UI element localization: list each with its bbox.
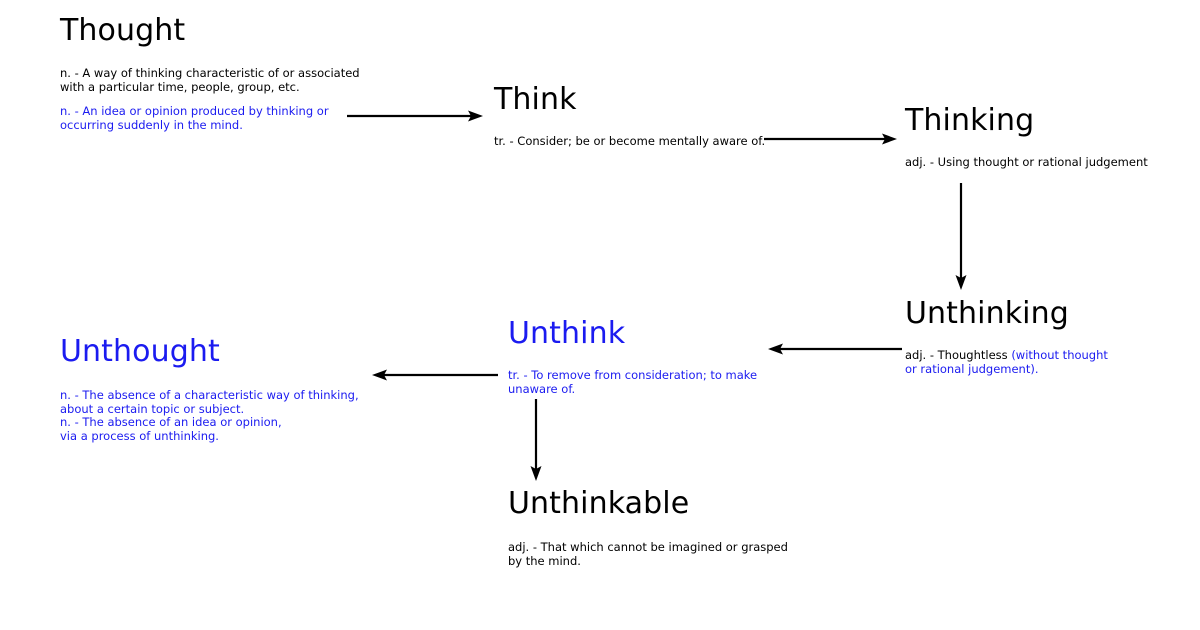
node-thought-definitions: n. - A way of thinking characteristic of… — [60, 66, 360, 132]
definition-line: tr. - Consider; be or become mentally aw… — [494, 134, 766, 148]
node-unthinking: Unthinking adj. - Thoughtless (without t… — [905, 297, 1108, 376]
arrow-unthink-to-unthinkable-icon — [526, 399, 546, 485]
node-thought: Thought n. - A way of thinking character… — [60, 14, 360, 132]
node-unthought: Unthought n. - The absence of a characte… — [60, 335, 359, 443]
node-thinking: Thinking adj. - Using thought or rationa… — [905, 104, 1148, 170]
node-think-title: Think — [494, 82, 577, 117]
node-think-definitions: tr. - Consider; be or become mentally aw… — [494, 134, 766, 149]
node-unthought-title: Unthought — [60, 334, 220, 369]
node-unthink-definitions: tr. - To remove from consideration; to m… — [508, 368, 758, 396]
definition-line: n. - The absence of a characteristic way… — [60, 388, 359, 402]
definition-text-blue: (without thought — [1011, 348, 1108, 362]
node-unthinking-definitions: adj. - Thoughtless (without thought or r… — [905, 348, 1108, 376]
node-unthinkable: Unthinkable adj. - That which cannot be … — [508, 487, 788, 568]
definition-line: via a process of unthinking. — [60, 428, 219, 443]
definition-line: or rational judgement). — [905, 361, 1039, 376]
arrow-thinking-to-unthinking-icon — [951, 183, 971, 295]
definition-line: by the mind. — [508, 553, 581, 568]
arrow-unthinking-to-unthink-icon — [766, 339, 906, 359]
node-unthinkable-title: Unthinkable — [508, 486, 690, 521]
node-unthinkable-definitions: adj. - That which cannot be imagined or … — [508, 540, 788, 568]
definition-line: about a certain topic or subject. — [60, 401, 245, 416]
definition-line: n. - The absence of an idea or opinion, — [60, 415, 282, 430]
definition-line: with a particular time, people, group, e… — [60, 79, 300, 94]
definition-line: adj. - Thoughtless (without thought — [905, 348, 1108, 363]
arrow-think-to-thinking-icon — [764, 129, 904, 149]
definition-text-black: adj. - Thoughtless — [905, 348, 1012, 362]
definition-line: n. - A way of thinking characteristic of… — [60, 66, 360, 80]
node-think: Think tr. - Consider; be or become menta… — [494, 83, 765, 149]
definition-line: adj. - That which cannot be imagined or … — [508, 540, 788, 554]
node-thinking-title: Thinking — [905, 103, 1035, 138]
node-unthought-definitions: n. - The absence of a characteristic way… — [60, 388, 359, 443]
node-unthink-title: Unthink — [508, 316, 626, 351]
definition-line: unaware of. — [508, 381, 576, 396]
definition-line: tr. - To remove from consideration; to m… — [508, 368, 758, 382]
node-unthinking-title: Unthinking — [905, 296, 1069, 331]
node-thought-title: Thought — [60, 13, 186, 48]
node-unthink: Unthink tr. - To remove from considerati… — [508, 317, 757, 396]
definition-line: occurring suddenly in the mind. — [60, 117, 243, 132]
definition-line: n. - An idea or opinion produced by thin… — [60, 104, 329, 119]
node-thinking-definitions: adj. - Using thought or rational judgeme… — [905, 155, 1148, 170]
arrow-thought-to-think-icon — [347, 106, 487, 126]
arrow-unthink-to-unthought-icon — [370, 365, 500, 385]
definition-line: adj. - Using thought or rational judgeme… — [905, 155, 1148, 169]
